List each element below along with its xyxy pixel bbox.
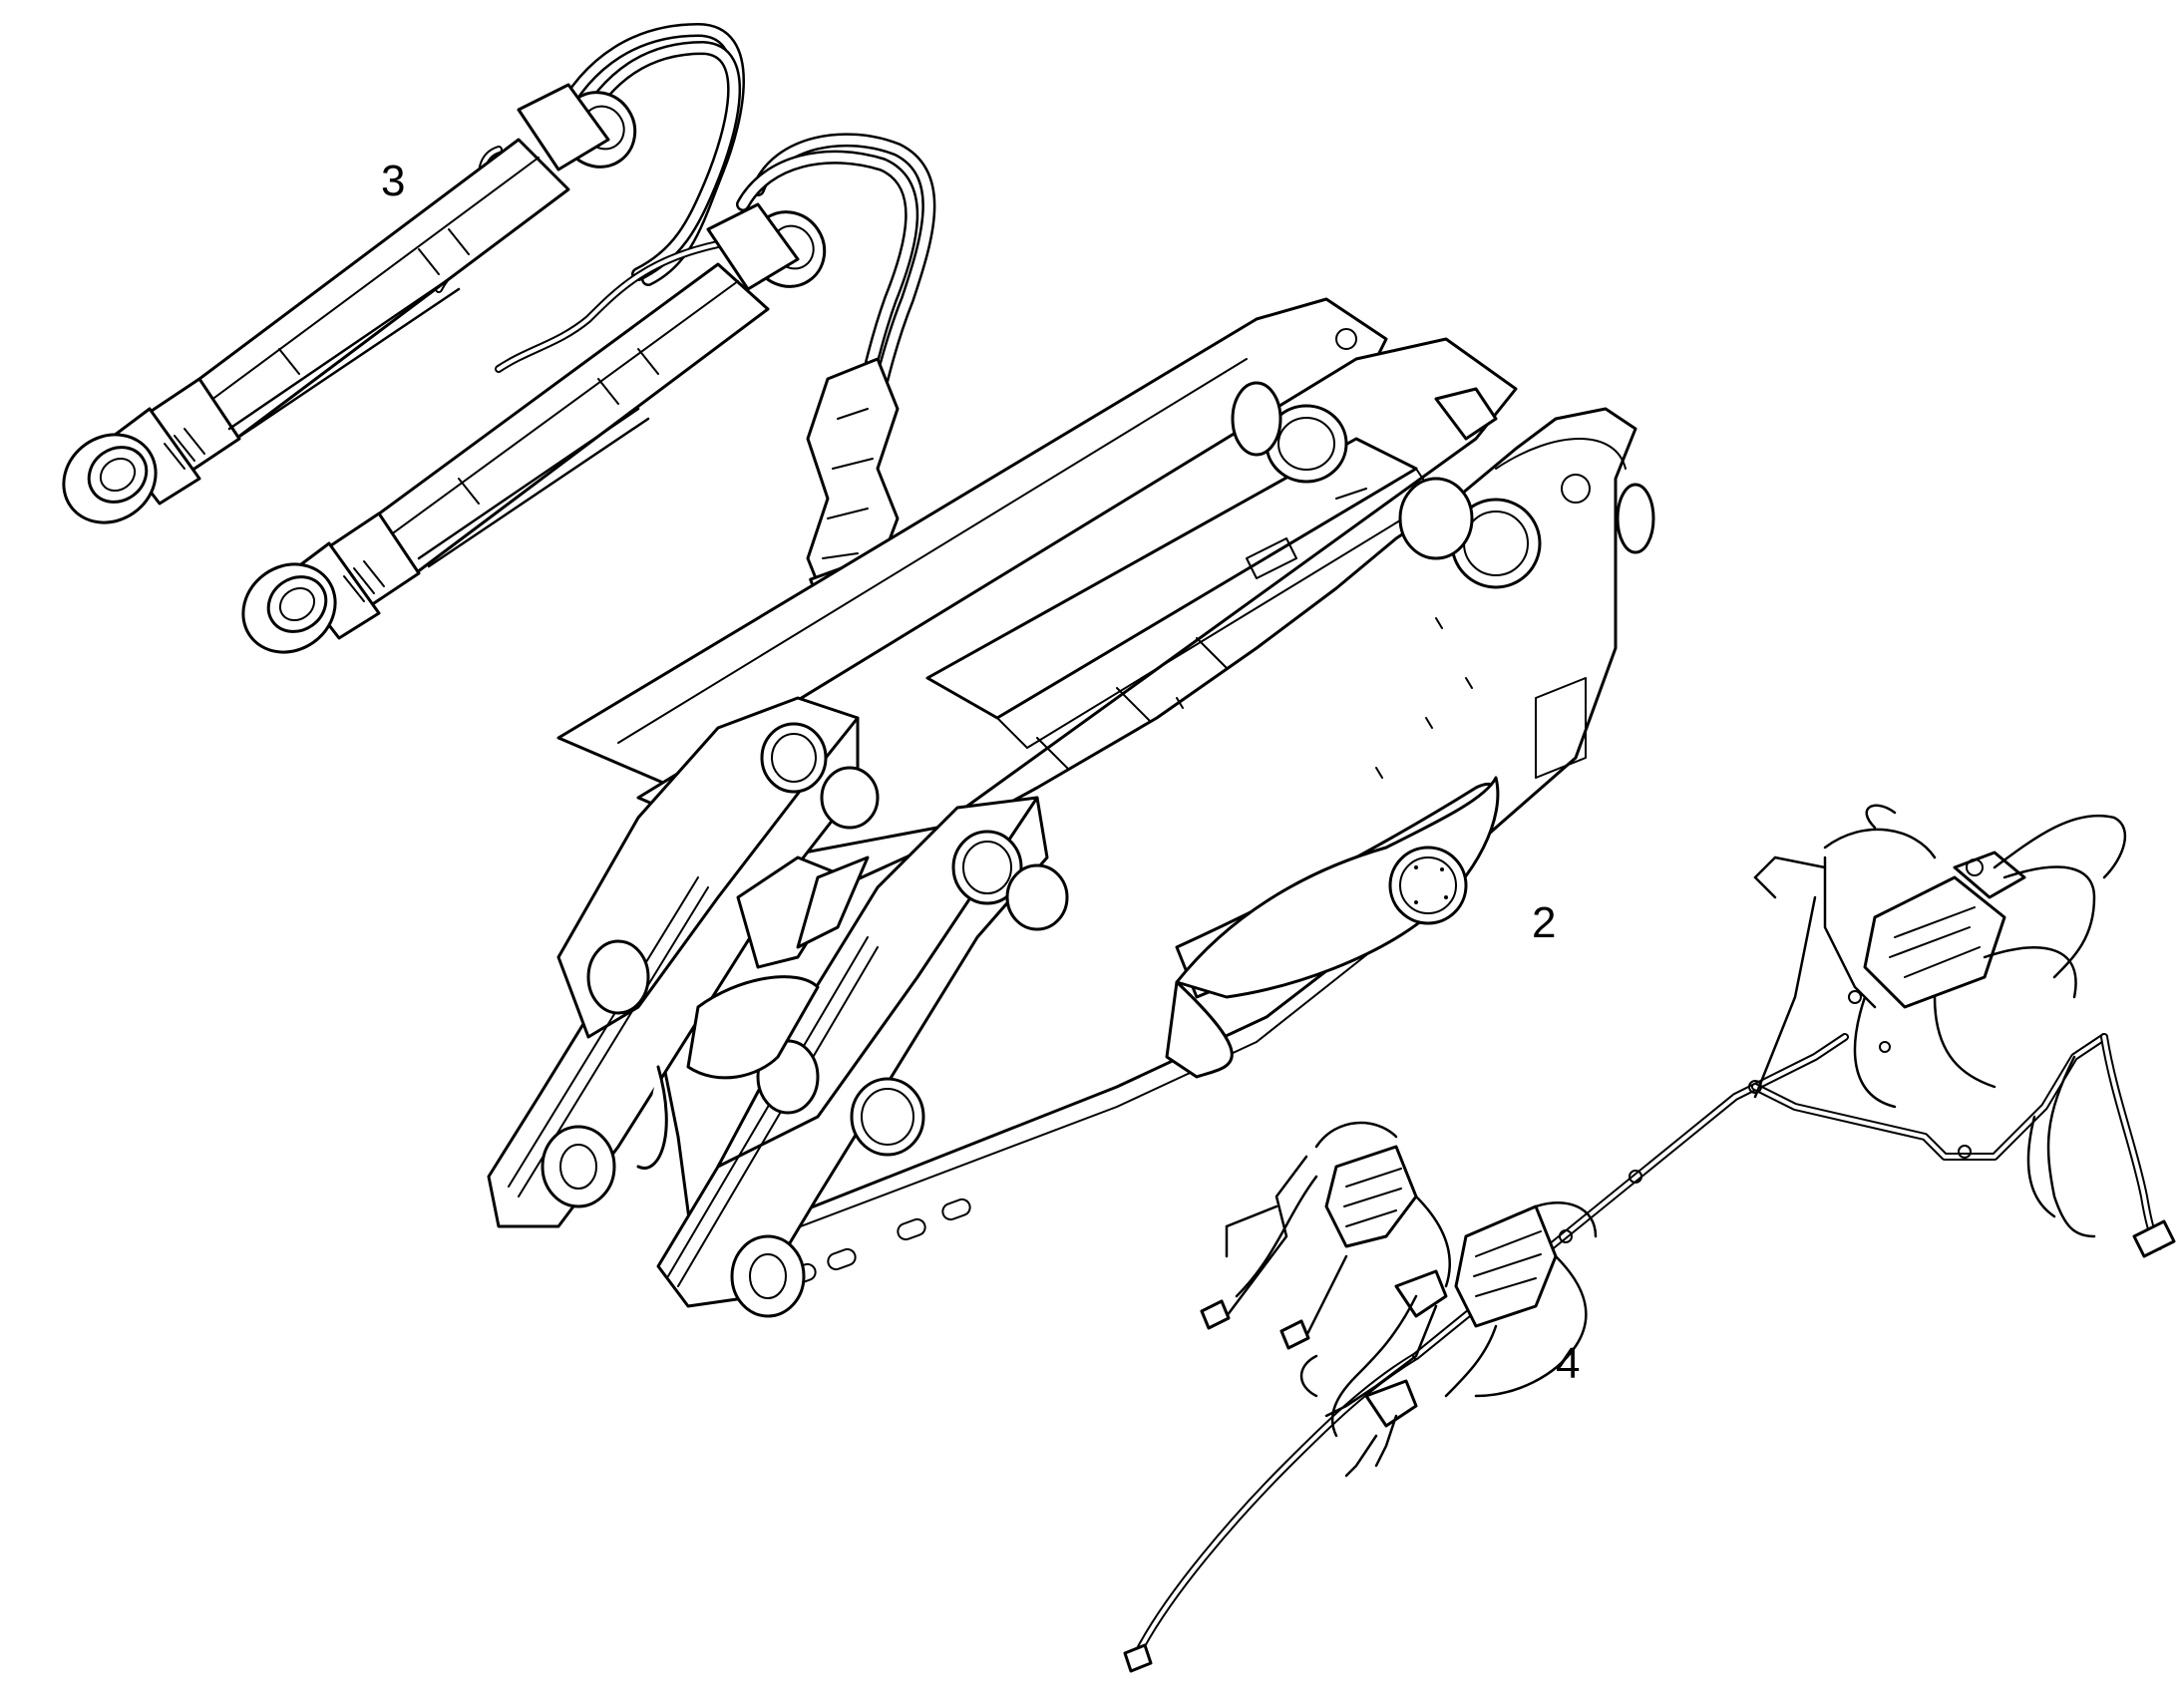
- cylinder-hoses: [435, 23, 936, 645]
- harness-connector-block-upper: [1863, 851, 2026, 1009]
- harness-connector-block-lower: [1324, 1145, 1558, 1428]
- wiring-harness: [1123, 804, 2176, 1673]
- upper-cylinder: [62, 83, 637, 524]
- boom-link-arms: [487, 696, 1069, 1318]
- callout-number-boom: 2: [1532, 898, 1557, 947]
- hydraulic-cylinder-assembly: [62, 23, 936, 654]
- lower-cylinder: [241, 202, 827, 654]
- callout-number-cylinders: 3: [381, 157, 406, 205]
- boom-assembly: [487, 297, 1655, 1318]
- callout-number-harness: 4: [1556, 1339, 1581, 1388]
